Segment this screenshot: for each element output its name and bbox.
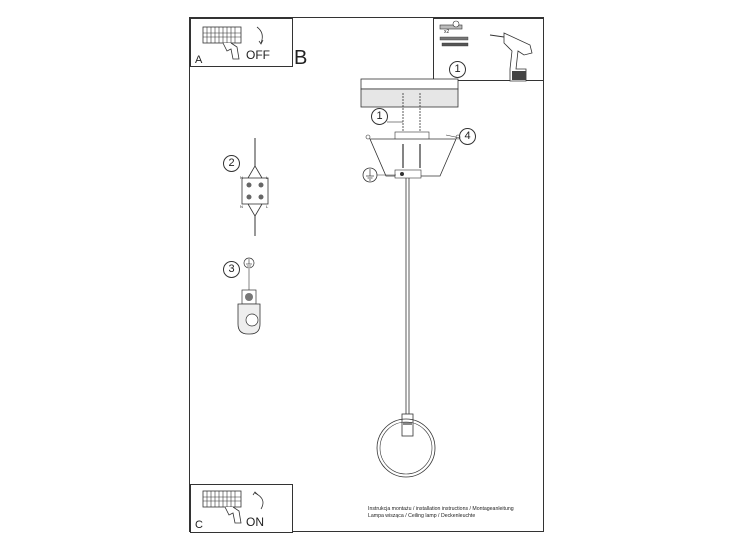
terminal-n-bottom: N [240,204,243,209]
instruction-sheet: A OFF B x2 1 [189,17,544,533]
step-b-letter: B [294,47,308,69]
wire-terminal-diagram [241,138,269,236]
callout-wire: 2 [223,155,240,172]
step-a-box: A OFF [190,18,293,67]
drill-tools-icon [439,20,533,82]
caption-line-2: Lampa wisząca / Ceiling lamp / Deckenleu… [368,513,476,519]
terminal-l-top: L [266,175,269,180]
step-a-letter: A [195,54,203,66]
callout-screw: 1 [371,108,388,125]
lamp-assembly-diagram [360,78,461,478]
fuse-box-off-icon [202,26,264,60]
tools-step-number: 1 [449,61,466,78]
fuse-box-on-icon [202,490,264,524]
caption-line-1: Instrukcja montażu / installation instru… [368,506,514,512]
ground-connector-diagram [237,257,261,335]
step-c-state: ON [246,515,264,529]
tools-qty-label: x2 [444,29,450,35]
step-c-box: C ON [190,484,293,533]
callout-cap: 4 [459,128,476,145]
step-a-state: OFF [246,48,270,62]
terminal-n-top: N [240,175,243,180]
terminal-l-bottom: L [266,204,269,209]
tools-box: x2 1 [433,18,544,82]
step-c-letter: C [195,519,203,531]
callout-ground: 3 [223,261,240,278]
